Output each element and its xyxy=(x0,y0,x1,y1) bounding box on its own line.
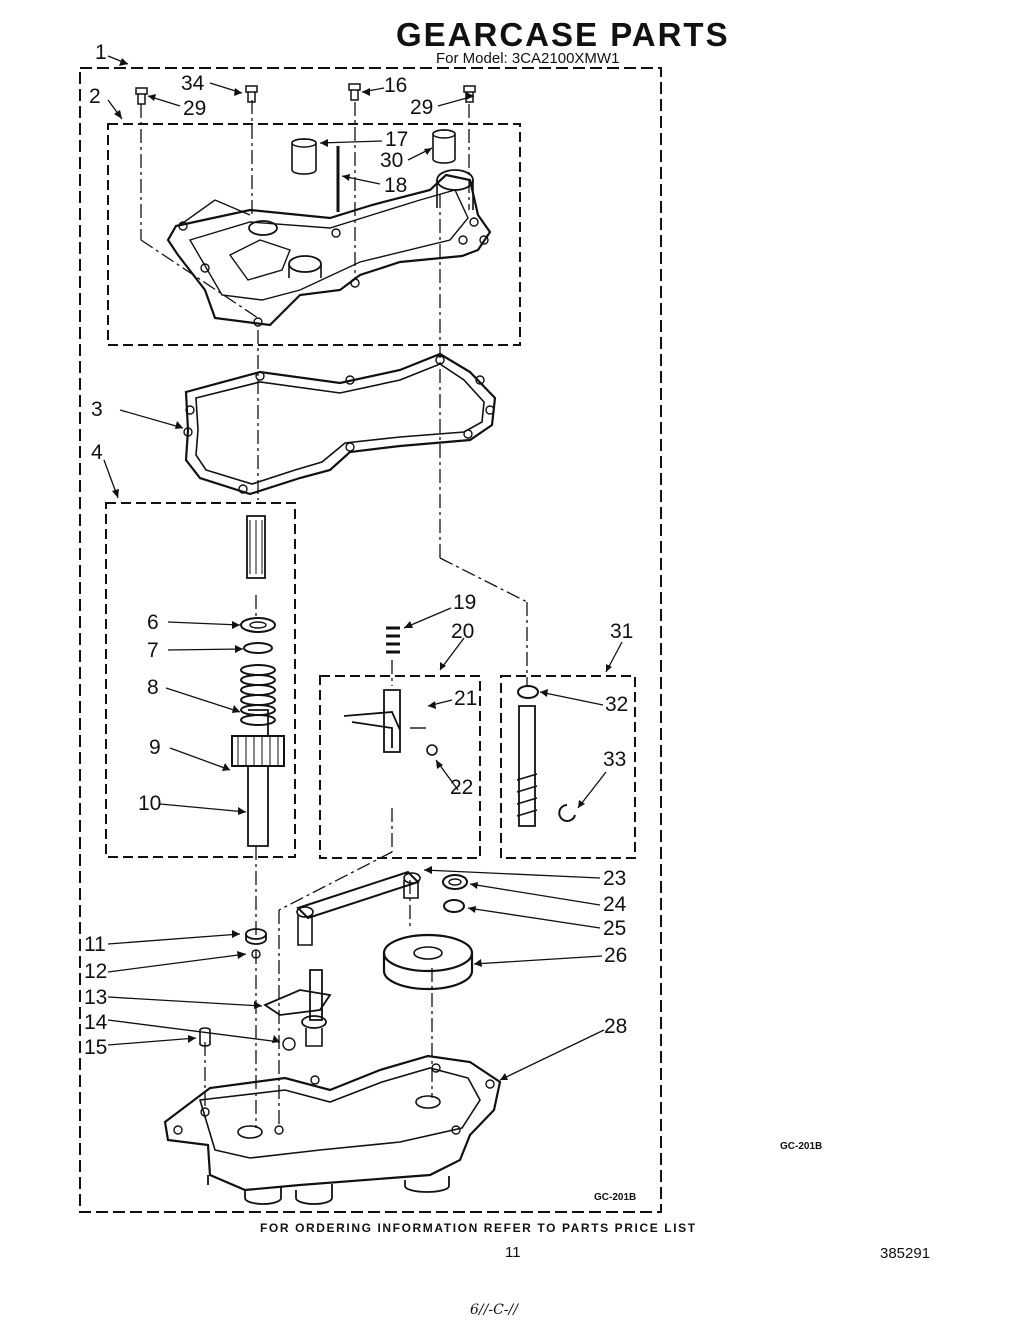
callout-3: 3 xyxy=(91,398,103,421)
callout-34: 34 xyxy=(181,72,205,95)
callout-26: 26 xyxy=(604,944,628,967)
frame-shift xyxy=(319,675,481,859)
callout-19: 19 xyxy=(453,591,477,614)
callout-24: 24 xyxy=(603,893,627,916)
gearcase-base xyxy=(163,1054,502,1192)
frame-outer xyxy=(79,67,662,1213)
callout-33: 33 xyxy=(603,748,627,771)
callout-11: 11 xyxy=(84,933,106,956)
callout-2: 2 xyxy=(89,85,101,108)
frame-agitator xyxy=(105,502,296,858)
callout-9: 9 xyxy=(149,736,161,759)
callout-17: 17 xyxy=(385,128,409,151)
callout-18: 18 xyxy=(384,174,408,197)
callout-14: 14 xyxy=(84,1011,108,1034)
diagram-code-frame: GC-201B xyxy=(594,1192,637,1203)
model-subtitle: For Model: 3CA2100XMW1 xyxy=(436,50,620,67)
callout-16: 16 xyxy=(384,74,408,97)
document-number: 385291 xyxy=(880,1245,931,1262)
callout-8: 8 xyxy=(147,676,159,699)
callout-15: 15 xyxy=(84,1036,108,1059)
gearcase-cover xyxy=(166,173,492,327)
callout-32: 32 xyxy=(605,693,629,716)
callout-6: 6 xyxy=(147,611,159,634)
callout-7: 7 xyxy=(147,639,159,662)
ordering-note: FOR ORDERING INFORMATION REFER TO PARTS … xyxy=(260,1221,697,1235)
callout-22: 22 xyxy=(450,776,474,799)
frame-cover xyxy=(107,123,521,346)
frame-pinion xyxy=(500,675,636,859)
callout-29-left: 29 xyxy=(183,97,207,120)
callout-29-right: 29 xyxy=(410,96,434,119)
callout-12: 12 xyxy=(84,960,108,983)
callout-4: 4 xyxy=(91,441,103,464)
handwritten-note: 6//-C-// xyxy=(470,1302,518,1318)
callout-23: 23 xyxy=(603,867,627,890)
callout-30: 30 xyxy=(380,149,404,172)
diagram-code-right: GC-201B xyxy=(780,1141,823,1152)
callout-1: 1 xyxy=(95,41,107,64)
gasket xyxy=(184,352,497,496)
callout-20: 20 xyxy=(451,620,475,643)
callout-31: 31 xyxy=(610,620,634,643)
callout-10: 10 xyxy=(138,792,162,815)
callout-13: 13 xyxy=(84,986,108,1009)
callout-28: 28 xyxy=(604,1015,628,1038)
page-number: 11 xyxy=(505,1244,521,1261)
callout-21: 21 xyxy=(454,687,478,710)
page-title: GEARCASE PARTS xyxy=(396,16,730,53)
callout-25: 25 xyxy=(603,917,627,940)
